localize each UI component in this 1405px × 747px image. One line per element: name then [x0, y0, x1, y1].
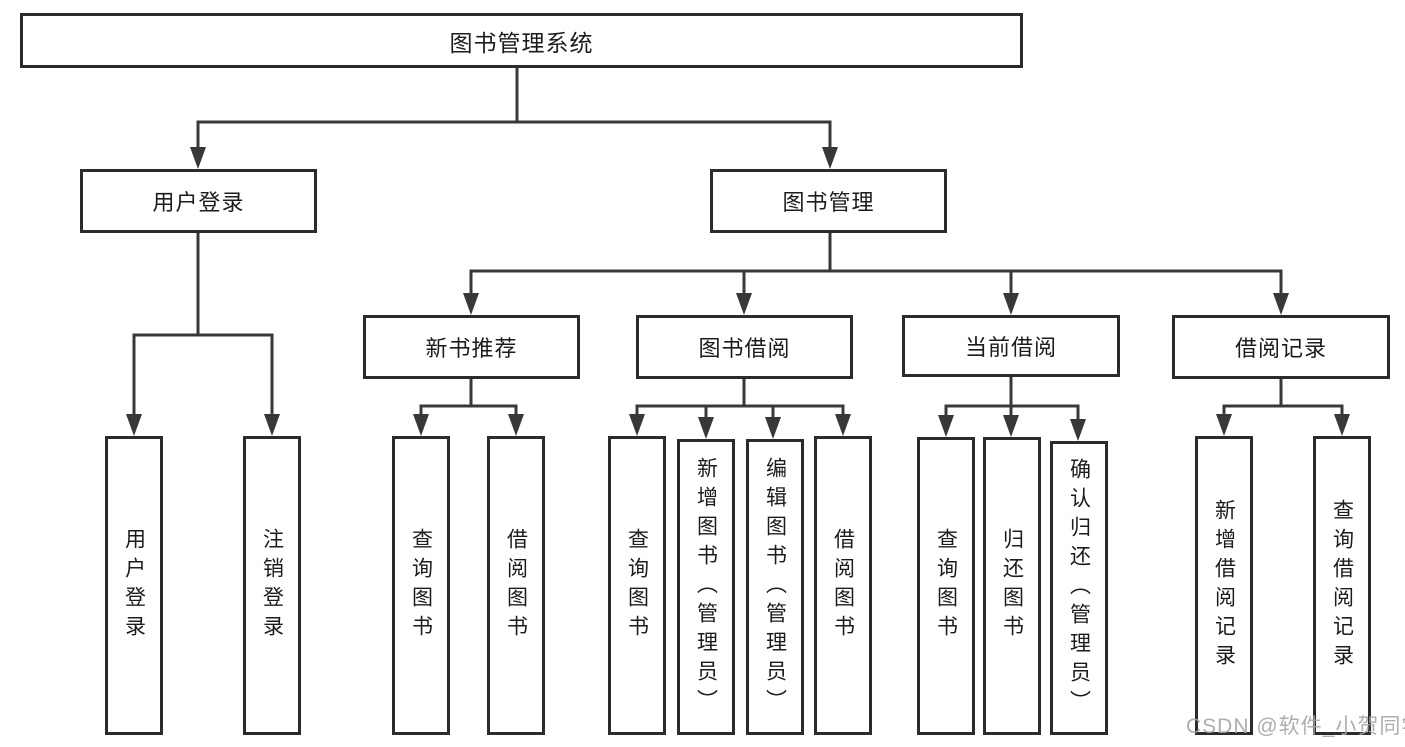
node-book-borrow: 图书借阅 — [636, 315, 853, 379]
leaf-add-books-admin: 新增图书（管理员） — [677, 439, 735, 735]
node-label: 图书管理 — [782, 190, 875, 215]
node-label: 新书推荐 — [425, 336, 518, 361]
csdn-watermark: CSDN @软件_小贺同学 — [1186, 715, 1405, 738]
node-borrow-records: 借阅记录 — [1172, 315, 1390, 379]
leaf-logout: 注销登录 — [243, 436, 301, 735]
node-label: 借阅图书 — [831, 527, 855, 644]
leaf-query-borrow-record: 查询借阅记录 — [1313, 436, 1371, 735]
node-label: 用户登录 — [152, 190, 245, 215]
node-label: 用户登录 — [122, 527, 146, 644]
leaf-query-books-3: 查询图书 — [917, 437, 975, 735]
leaf-query-books-2: 查询图书 — [608, 436, 666, 735]
node-label: 借阅记录 — [1234, 336, 1327, 361]
node-label: 查询图书 — [409, 527, 433, 644]
node-label: 新增借阅记录 — [1212, 498, 1236, 673]
node-label: 新增图书（管理员） — [694, 456, 718, 718]
node-current-borrow: 当前借阅 — [902, 315, 1120, 377]
node-label: 图书管理系统 — [449, 29, 594, 56]
node-label: 归还图书 — [1000, 528, 1024, 644]
node-label: 图书借阅 — [698, 336, 791, 361]
leaf-query-books-1: 查询图书 — [392, 436, 450, 735]
leaf-add-borrow-record: 新增借阅记录 — [1195, 436, 1253, 735]
node-label: 借阅图书 — [504, 527, 528, 644]
node-new-book-recommend: 新书推荐 — [363, 315, 580, 379]
node-label: 确认归还（管理员） — [1067, 457, 1091, 719]
node-user-login: 用户登录 — [80, 169, 317, 233]
node-library-management-system: 图书管理系统 — [20, 13, 1023, 68]
node-label: 编辑图书（管理员） — [763, 456, 787, 718]
leaf-edit-books-admin: 编辑图书（管理员） — [746, 439, 804, 735]
node-label: 当前借阅 — [964, 335, 1057, 360]
leaf-user-login: 用户登录 — [105, 436, 163, 735]
node-label: 查询图书 — [934, 528, 958, 644]
leaf-confirm-return-admin: 确认归还（管理员） — [1050, 441, 1108, 735]
node-label: 查询图书 — [625, 527, 649, 644]
leaf-borrow-books-2: 借阅图书 — [814, 436, 872, 735]
leaf-borrow-books-1: 借阅图书 — [487, 436, 545, 735]
leaf-return-books: 归还图书 — [983, 437, 1041, 735]
node-label: 注销登录 — [260, 527, 284, 644]
node-book-management: 图书管理 — [710, 169, 947, 233]
node-label: 查询借阅记录 — [1330, 498, 1354, 673]
